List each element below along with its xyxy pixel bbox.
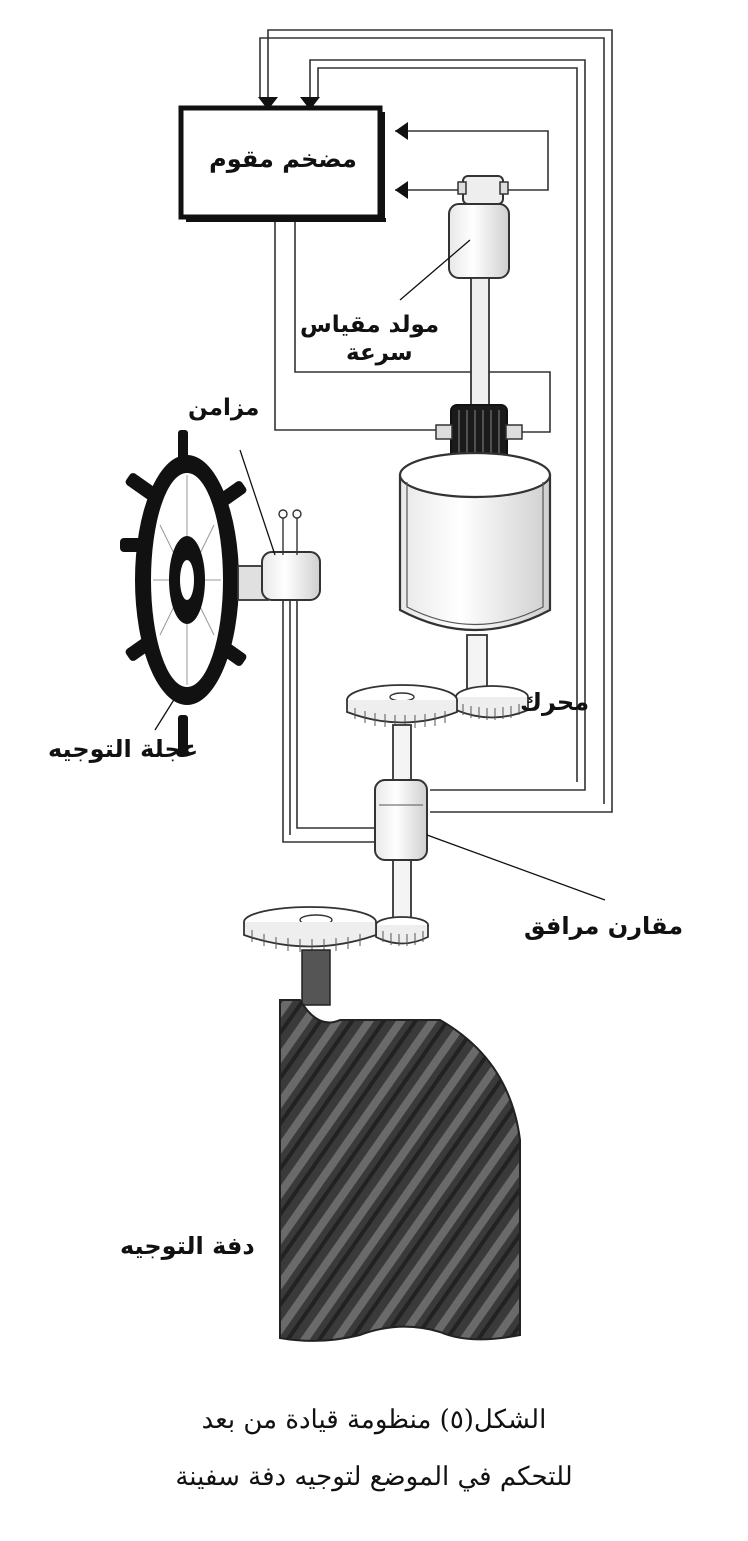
leader-lines	[154, 239, 606, 901]
amplifier-box	[178, 105, 386, 222]
steering-wheel	[120, 430, 261, 755]
rudder-stock	[301, 949, 331, 1006]
caption-line-2: للتحكم في الموضع لتوجيه دفة سفينة	[175, 1462, 573, 1492]
rudder	[279, 999, 521, 1342]
large-gear	[346, 684, 458, 728]
lower-pinion-gear	[375, 916, 429, 946]
tachogenerator-label-2: سرعة	[346, 340, 413, 366]
coupler-label: مقارن مرافق	[524, 912, 684, 940]
motor-body	[398, 451, 552, 631]
arrowheads	[258, 97, 408, 199]
motor-pinion-gear	[455, 685, 529, 720]
coupler-shaft	[392, 724, 412, 921]
synchro	[237, 509, 321, 601]
motor-output-shaft	[466, 634, 488, 691]
motor-shaft	[470, 277, 490, 407]
rudder-label: دفة التوجيه	[120, 1232, 255, 1260]
tachogenerator	[448, 175, 510, 279]
caption-line-1: الشكل(٥) منظومة قيادة من بعد	[201, 1405, 547, 1435]
coupler-body	[374, 779, 428, 861]
steering-wheel-label: عجلة التوجيه	[48, 735, 199, 763]
rudder-gear	[243, 906, 377, 952]
synchro-label: مزامن	[188, 395, 260, 421]
motor-label: محرك	[520, 688, 590, 716]
tachogenerator-label-1: مولد مقياس	[300, 312, 440, 338]
amplifier-label: مضخم مقوم	[209, 145, 357, 173]
